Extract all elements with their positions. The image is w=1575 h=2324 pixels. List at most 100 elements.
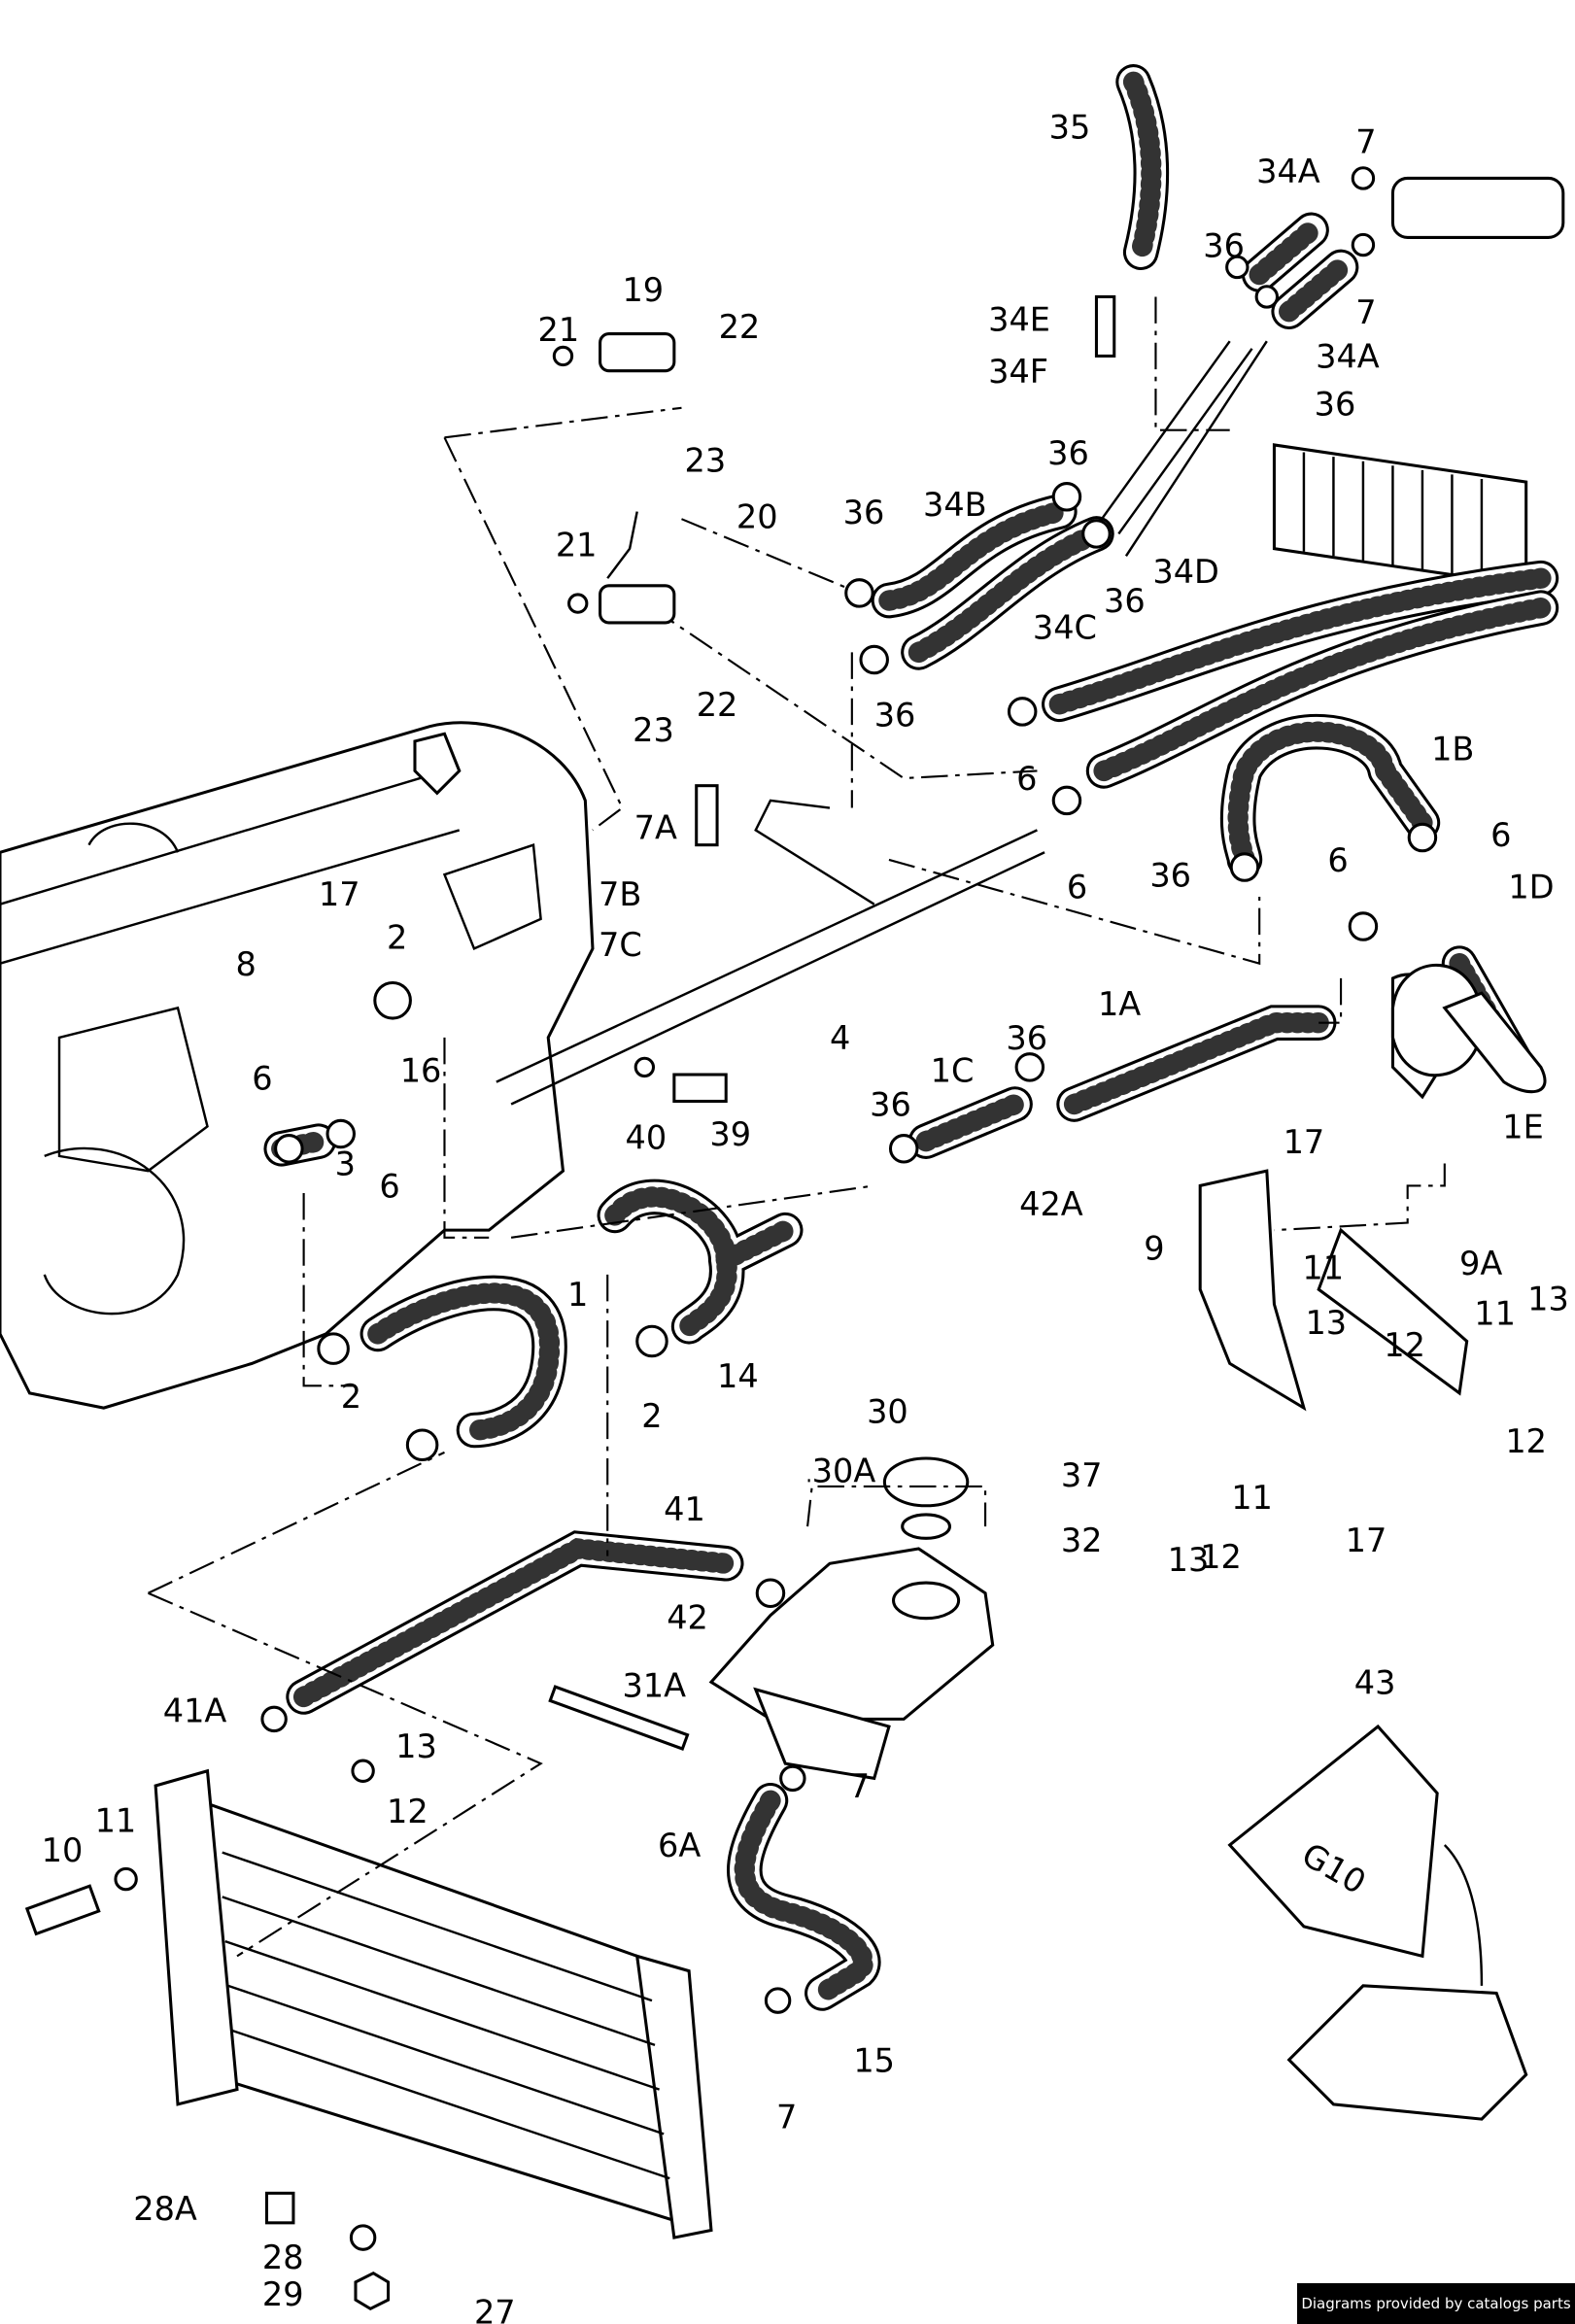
leader-lines (148, 296, 1446, 1958)
expansion-tank (708, 1456, 995, 1781)
callout: 6 (252, 1059, 272, 1097)
callout: 34E (988, 301, 1050, 339)
callout-labels: 35 7 34A 36 7 34A 34E 34F 36 19 21 22 23… (42, 108, 1569, 2324)
callout: 7A (634, 809, 677, 847)
callout: 34A (1316, 338, 1380, 376)
coolant-hose (367, 1282, 561, 1441)
pipes (496, 340, 1268, 1106)
callout: 22 (697, 686, 738, 724)
coolant-hose (878, 500, 1070, 611)
callout: 15 (853, 2041, 895, 2079)
callout: 23 (685, 441, 727, 479)
radiator (154, 1768, 713, 2311)
callout: 35 (1049, 108, 1091, 146)
g10-tank: G10 (1227, 1724, 1528, 2121)
callout: 42A (1019, 1185, 1083, 1223)
callout: 34F (988, 353, 1048, 391)
callout: 19 (622, 271, 664, 309)
callout: 6 (1016, 760, 1037, 798)
coolant-hose (1093, 598, 1552, 782)
callout: 9A (1459, 1245, 1502, 1282)
callout: 30 (867, 1392, 908, 1430)
callout: 11 (95, 1801, 137, 1839)
callout: 1A (1098, 985, 1141, 1023)
credit-banner: Diagrams provided by catalogs parts (1297, 2283, 1575, 2324)
callout: 36 (1104, 582, 1146, 620)
callout: 2 (387, 918, 407, 956)
callout: 7 (1355, 123, 1376, 161)
coolant-hose (1048, 567, 1552, 715)
callout: 31A (622, 1666, 686, 1704)
callout: 34B (923, 486, 987, 524)
callout: 6 (379, 1168, 399, 1206)
callout: 1C (931, 1052, 975, 1090)
coolant-hose (604, 1186, 796, 1337)
callout: 7 (776, 2098, 797, 2136)
coolant-hose (1122, 71, 1162, 263)
callout: 22 (719, 308, 761, 346)
callout: 7C (599, 926, 642, 964)
callout: 6 (1327, 841, 1348, 879)
callout: 21 (538, 311, 580, 349)
callout: 40 (626, 1118, 668, 1156)
callout: 28A (133, 2190, 197, 2228)
coolant-hose (907, 523, 1108, 664)
callout: 7 (1355, 293, 1376, 331)
callout: 37 (1061, 1456, 1103, 1494)
callout: 41 (664, 1490, 705, 1528)
callout: 36 (1149, 856, 1191, 894)
callout: 13 (1527, 1280, 1569, 1317)
callout: 16 (400, 1052, 442, 1090)
callout: 36 (843, 494, 885, 531)
callout: 7B (599, 875, 641, 913)
callout: 21 (556, 526, 598, 564)
clamps (24, 166, 1547, 2014)
callout: 12 (387, 1793, 428, 1830)
callout: 17 (319, 875, 360, 913)
callout: 6A (658, 1827, 701, 1864)
callout: 17 (1284, 1123, 1325, 1161)
coolant-hose (1063, 1011, 1329, 1115)
coolant-hose (1227, 721, 1433, 871)
callout: 13 (1305, 1304, 1347, 1342)
callout: 30A (812, 1452, 876, 1489)
callout: 1D (1508, 869, 1554, 906)
callout: 39 (709, 1115, 751, 1153)
callout: 41A (163, 1692, 227, 1729)
callout: 17 (1346, 1521, 1387, 1559)
callout: 34D (1152, 553, 1219, 591)
callout: 32 (1061, 1521, 1103, 1559)
callout: 20 (736, 497, 778, 535)
callout: 28 (262, 2239, 304, 2276)
callout: 2 (341, 1378, 361, 1416)
coolant-hose (734, 1790, 873, 2004)
callout: 12 (1505, 1422, 1547, 1460)
callout: 1 (567, 1276, 588, 1314)
coolant-hose (292, 1538, 736, 1708)
callout: 36 (1203, 226, 1245, 264)
callout: 4 (830, 1019, 850, 1057)
callout: 3 (335, 1145, 356, 1183)
callout: 1E (1502, 1109, 1544, 1146)
callout: 12 (1200, 1538, 1242, 1576)
callout: 27 (474, 2294, 516, 2324)
coolant-hose (1249, 220, 1352, 323)
callout: 36 (874, 697, 916, 735)
coolant-hose (915, 1093, 1026, 1152)
callout: 36 (1047, 434, 1089, 472)
callout: 6 (1490, 816, 1511, 854)
callout: 7 (849, 1767, 870, 1805)
callout: 11 (1231, 1479, 1273, 1517)
callout: 36 (1006, 1019, 1047, 1057)
callout: 2 (641, 1397, 662, 1435)
callout: 13 (1168, 1541, 1210, 1579)
callout: 34C (1033, 609, 1097, 647)
callout: 13 (395, 1727, 437, 1765)
callout: 12 (1384, 1326, 1425, 1364)
callout: 29 (262, 2275, 304, 2313)
heater-core (1272, 176, 1565, 588)
callout: 10 (42, 1831, 84, 1869)
callout: 43 (1354, 1663, 1396, 1701)
callout: 11 (1302, 1248, 1344, 1286)
